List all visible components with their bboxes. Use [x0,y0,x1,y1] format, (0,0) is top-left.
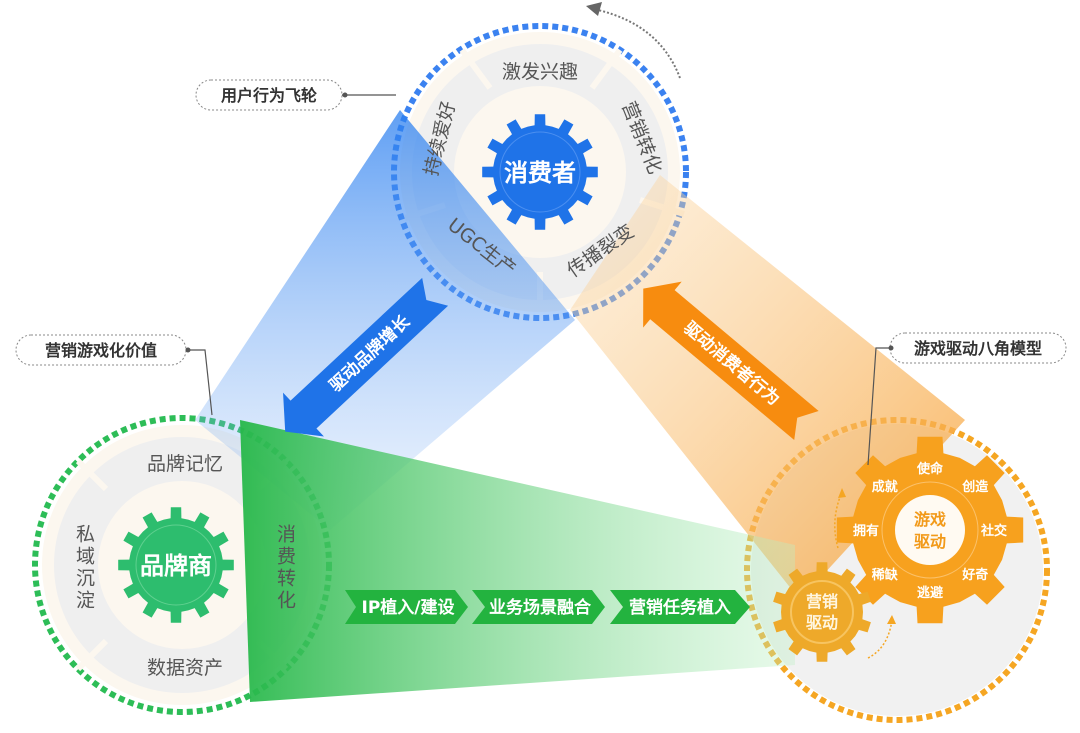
brand-label: 品牌商 [140,552,212,580]
rotation-arrow-icon [586,2,681,79]
step-label: 营销任务植入 [629,597,731,618]
callout-label: 游戏驱动八角模型 [914,339,1042,358]
octalysis-item: 使命 [916,461,944,477]
octalysis-item: 稀缺 [872,567,899,583]
game-drive-label: 游戏 [914,510,946,529]
callout-label: 用户行为飞轮 [221,86,317,105]
ring-item: 品牌记忆 [147,453,223,475]
marketing-drive-label: 驱动 [806,613,838,632]
octalysis-item: 成就 [872,479,898,495]
ring-item: 数据资产 [147,657,223,679]
consumer-gear-icon [482,114,598,230]
callout-octalysis: 游戏驱动八角模型 [867,332,1067,466]
ring-item: 激发兴趣 [502,61,578,83]
green-beam [240,420,795,702]
consumer-label: 消费者 [504,159,576,187]
callout-gamification-value: 营销游戏化价值 [15,334,213,416]
step-label: 业务场景融合 [489,597,592,618]
octalysis-item: 拥有 [853,523,879,539]
octalysis-item: 逃避 [917,585,943,601]
octalysis-item: 创造 [961,479,989,495]
ring-item-vertical: 私域沉淀 [73,524,95,612]
ring-item-vertical: 消费转化 [274,524,296,612]
green-step-arrows: IP植入/建设 业务场景融合 营销任务植入 [345,590,750,624]
game-drive-label: 驱动 [914,532,946,551]
callout-user-flywheel: 用户行为飞轮 [195,79,396,111]
callout-label: 营销游戏化价值 [45,341,157,360]
brand-gear-icon [118,507,234,623]
marketing-gear-icon [773,562,871,662]
octalysis-item: 好奇 [961,567,988,583]
marketing-drive-label: 营销 [806,592,838,611]
step-label: IP植入/建设 [362,597,455,618]
octalysis-item: 社交 [980,523,1007,539]
